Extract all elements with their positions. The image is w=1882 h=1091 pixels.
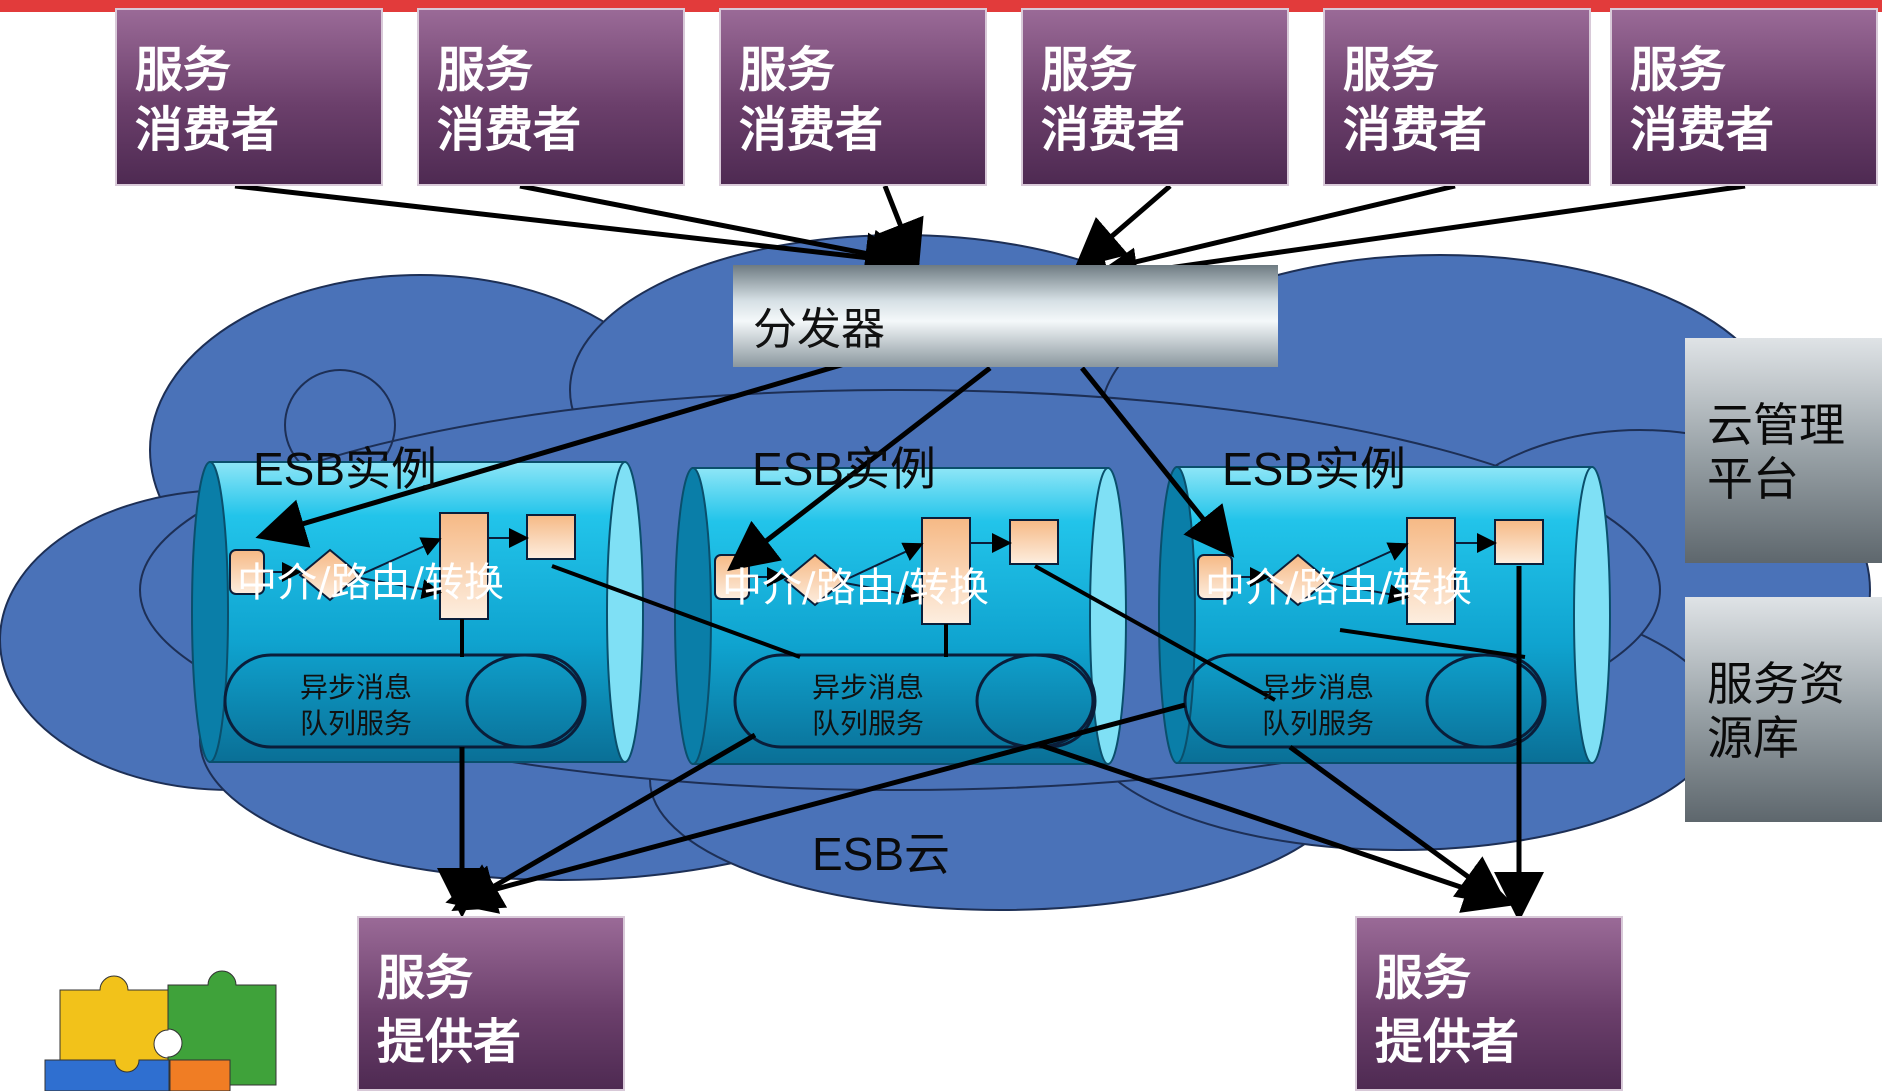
esb-3-queue-line2: 队列服务 [1262,707,1375,740]
esb-instance-2-title: ESB实例 [752,443,937,495]
consumer-4-line2: 消费者 [1041,102,1186,158]
cloud-management-line2: 平台 [1707,452,1799,506]
esb-3-queue-line1: 异步消息 [1262,671,1375,704]
esb-1-flow [229,512,576,620]
esb-1-queue-line1: 异步消息 [300,671,413,704]
esb-cloud-label: ESB云 [812,828,951,880]
service-consumer-2: 服务 消费者 [417,8,685,186]
consumer-3-line1: 服务 [739,42,836,98]
service-consumer-5: 服务 消费者 [1323,8,1591,186]
cloud-management-platform-panel: 云管理 平台 [1685,338,1882,563]
distributor-box: 分发器 [733,265,1278,367]
consumer-4-line1: 服务 [1041,42,1138,98]
esb-to-provider-arrows [437,566,1544,922]
cross-connection-lines [460,564,1526,702]
consumer-5-line1: 服务 [1343,42,1440,98]
esb-3-queue-pill [1183,653,1547,749]
esb-2-queue-label: 异步消息 队列服务 [812,670,924,742]
esb-3-queue-label: 异步消息 队列服务 [1262,670,1374,742]
consumer-1-line2: 消费者 [135,102,280,158]
distributor-to-esb-arrows [255,349,1235,572]
provider-2-line1: 服务 [1375,950,1472,1006]
esb-2-queue-line1: 异步消息 [812,671,925,704]
service-resource-line2: 源库 [1707,711,1799,765]
esb-1-queue-pill [223,653,587,749]
consumer-2-line1: 服务 [437,42,534,98]
esb-1-queue-label: 异步消息 队列服务 [300,670,412,742]
consumer-to-distributor-arrows [234,183,1746,298]
service-consumer-4: 服务 消费者 [1021,8,1289,186]
consumer-2-line2: 消费者 [437,102,582,158]
esb-3-flow [1197,517,1544,625]
esb-1-mediation-label: 中介/路由/转换 [237,560,504,606]
puzzle-pieces-image [44,970,277,1091]
service-consumer-3: 服务 消费者 [719,8,987,186]
esb-2-mediation-label: 中介/路由/转换 [722,565,989,611]
consumer-1-line1: 服务 [135,42,232,98]
consumer-3-line2: 消费者 [739,102,884,158]
service-provider-2: 服务 提供者 [1355,916,1623,1091]
service-provider-1: 服务 提供者 [357,916,625,1091]
esb-instance-3-title: ESB实例 [1222,443,1407,495]
esb-instance-1-cylinder [191,461,644,763]
distributor-label: 分发器 [753,304,885,355]
esb-2-queue-line2: 队列服务 [812,707,925,740]
esb-1-queue-line2: 队列服务 [300,707,413,740]
esb-instance-2-cylinder [674,467,1127,765]
provider-1-line1: 服务 [377,950,474,1006]
service-resource-line1: 服务资 [1707,657,1845,711]
service-consumer-6: 服务 消费者 [1610,8,1878,186]
service-consumer-1: 服务 消费者 [115,8,383,186]
esb-2-flow [714,517,1059,625]
consumer-6-line2: 消费者 [1630,102,1775,158]
provider-2-line2: 提供者 [1375,1014,1520,1070]
cloud-management-line1: 云管理 [1707,398,1845,452]
esb-3-mediation-label: 中介/路由/转换 [1205,565,1472,611]
service-resource-repository-panel: 服务资 源库 [1685,597,1882,822]
provider-1-line2: 提供者 [377,1014,522,1070]
consumer-5-line2: 消费者 [1343,102,1488,158]
esb-instance-1-title: ESB实例 [253,443,438,495]
consumer-6-line1: 服务 [1630,42,1727,98]
